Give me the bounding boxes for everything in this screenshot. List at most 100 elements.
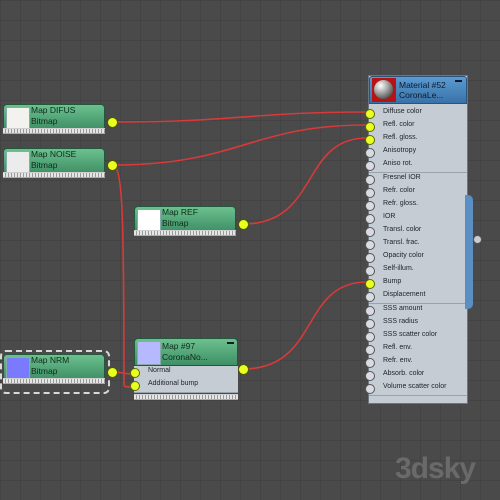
node-map-ref[interactable]: Map REF Bitmap bbox=[134, 206, 236, 236]
slot-label: Transl. color bbox=[383, 225, 422, 233]
input-socket[interactable] bbox=[365, 279, 375, 290]
input-socket[interactable] bbox=[130, 381, 140, 391]
node-stack-edge bbox=[3, 378, 105, 384]
input-socket[interactable] bbox=[365, 318, 375, 329]
material-slot[interactable]: IOR bbox=[365, 211, 467, 226]
material-slot[interactable]: Transl. frac. bbox=[365, 238, 467, 252]
slot-label: Diffuse color bbox=[383, 108, 422, 115]
slot-label: IOR bbox=[383, 212, 396, 220]
node-stack-edge bbox=[3, 172, 105, 178]
slot-normal[interactable]: Normal bbox=[130, 366, 238, 380]
node-corona-normal[interactable]: Map #97 CoronaNo... Normal Additional bu… bbox=[130, 338, 238, 400]
bitmap-thumbnail bbox=[137, 209, 161, 233]
output-port-difus[interactable] bbox=[107, 117, 118, 128]
material-slot[interactable]: Absorb. color bbox=[365, 369, 467, 383]
input-socket[interactable] bbox=[365, 226, 375, 237]
input-socket[interactable] bbox=[365, 187, 375, 198]
input-socket[interactable] bbox=[365, 122, 375, 133]
input-socket[interactable] bbox=[365, 135, 375, 146]
wire-noise-normal-bump bbox=[111, 164, 135, 388]
input-socket[interactable] bbox=[365, 174, 375, 185]
node-subtitle: Bitmap bbox=[31, 160, 58, 170]
material-slot[interactable]: Refr. color bbox=[365, 185, 467, 200]
collapse-icon[interactable] bbox=[227, 342, 234, 344]
slot-label: Refl. env. bbox=[383, 343, 413, 351]
input-socket[interactable] bbox=[365, 200, 375, 211]
input-socket[interactable] bbox=[130, 368, 140, 378]
material-slot[interactable]: Refr. gloss. bbox=[365, 198, 467, 213]
slot-additional-bump[interactable]: Additional bump bbox=[130, 379, 238, 393]
material-slot[interactable]: SSS radius bbox=[365, 316, 467, 331]
output-port-ref[interactable] bbox=[238, 219, 249, 230]
node-map-difus[interactable]: Map DIFUS Bitmap bbox=[3, 104, 105, 134]
material-header: Material #52 CoronaLe... bbox=[369, 76, 467, 104]
material-output-port[interactable] bbox=[473, 235, 482, 244]
input-socket[interactable] bbox=[365, 371, 375, 381]
material-slot[interactable]: Opacity color bbox=[365, 251, 467, 266]
slot-label: Refl. gloss. bbox=[383, 134, 418, 142]
material-slot[interactable]: SSS amount bbox=[365, 303, 467, 318]
input-socket[interactable] bbox=[365, 213, 375, 224]
collapse-icon[interactable] bbox=[455, 80, 462, 82]
slot-label: Refr. gloss. bbox=[383, 199, 419, 207]
material-slot[interactable]: Diffuse color bbox=[365, 107, 467, 121]
node-title: Map REF bbox=[162, 207, 198, 217]
node-subtitle: Bitmap bbox=[31, 116, 58, 126]
material-slot[interactable]: Transl. color bbox=[365, 224, 467, 239]
node-subtitle: CoronaNo... bbox=[162, 352, 208, 362]
output-port-noise[interactable] bbox=[107, 160, 118, 171]
slot-label: SSS amount bbox=[383, 304, 423, 312]
material-slot[interactable]: Refr. env. bbox=[365, 355, 467, 370]
material-slot[interactable]: Self-illum. bbox=[365, 264, 467, 279]
input-socket[interactable] bbox=[365, 384, 375, 395]
input-socket[interactable] bbox=[365, 109, 375, 119]
node-stack-edge bbox=[134, 394, 238, 400]
material-slot[interactable]: SSS scatter color bbox=[365, 329, 467, 344]
slot-label: Bump bbox=[383, 278, 402, 286]
slot-label: Self-illum. bbox=[383, 265, 414, 273]
material-slot[interactable]: Refl. gloss. bbox=[365, 133, 467, 148]
input-socket[interactable] bbox=[365, 240, 375, 250]
material-subtitle: CoronaLe... bbox=[399, 90, 444, 100]
slot-label: Fresnel IOR bbox=[383, 173, 421, 181]
wire-difus-diffuse bbox=[111, 111, 368, 123]
material-output-tab bbox=[465, 195, 473, 309]
input-socket[interactable] bbox=[365, 161, 375, 172]
slot-label: Refr. env. bbox=[383, 356, 413, 364]
input-socket[interactable] bbox=[365, 344, 375, 355]
slot-label: Additional bump bbox=[148, 380, 199, 387]
material-preview-thumbnail bbox=[372, 78, 396, 102]
material-title: Material #52 bbox=[399, 80, 446, 90]
slot-label: SSS radius bbox=[383, 317, 419, 325]
node-subtitle: Bitmap bbox=[31, 366, 58, 376]
output-port-normal[interactable] bbox=[238, 364, 249, 375]
material-slot[interactable]: Anisotropy bbox=[365, 146, 467, 161]
node-subtitle: Bitmap bbox=[162, 218, 189, 228]
node-map-nrm[interactable]: Map NRM Bitmap bbox=[3, 354, 105, 384]
slot-label: Volume scatter color bbox=[383, 383, 447, 391]
input-socket[interactable] bbox=[365, 357, 375, 368]
material-slot[interactable]: Aniso rot. bbox=[365, 159, 467, 174]
input-socket[interactable] bbox=[365, 266, 375, 277]
slot-label: Normal bbox=[148, 367, 171, 374]
slot-label: Refl. color bbox=[383, 121, 415, 129]
slot-label: Opacity color bbox=[383, 252, 424, 260]
input-socket[interactable] bbox=[365, 292, 375, 303]
material-slot[interactable]: Refl. color bbox=[365, 120, 467, 135]
material-slot[interactable]: Fresnel IOR bbox=[365, 172, 467, 187]
wire-normal-bump bbox=[242, 281, 368, 370]
output-port-nrm[interactable] bbox=[107, 367, 118, 378]
input-socket[interactable] bbox=[365, 253, 375, 264]
material-slot[interactable]: Bump bbox=[365, 277, 467, 292]
material-slot[interactable]: Refl. env. bbox=[365, 342, 467, 357]
normal-thumbnail bbox=[137, 341, 161, 365]
slot-label: Transl. frac. bbox=[383, 239, 420, 246]
node-stack-edge bbox=[134, 230, 236, 236]
node-map-noise[interactable]: Map NOISE Bitmap bbox=[3, 148, 105, 178]
input-socket[interactable] bbox=[365, 148, 375, 159]
material-slot[interactable]: Volume scatter color bbox=[365, 382, 467, 397]
input-socket[interactable] bbox=[365, 305, 375, 316]
material-slot[interactable]: Displacement bbox=[365, 290, 467, 305]
input-socket[interactable] bbox=[365, 331, 375, 342]
